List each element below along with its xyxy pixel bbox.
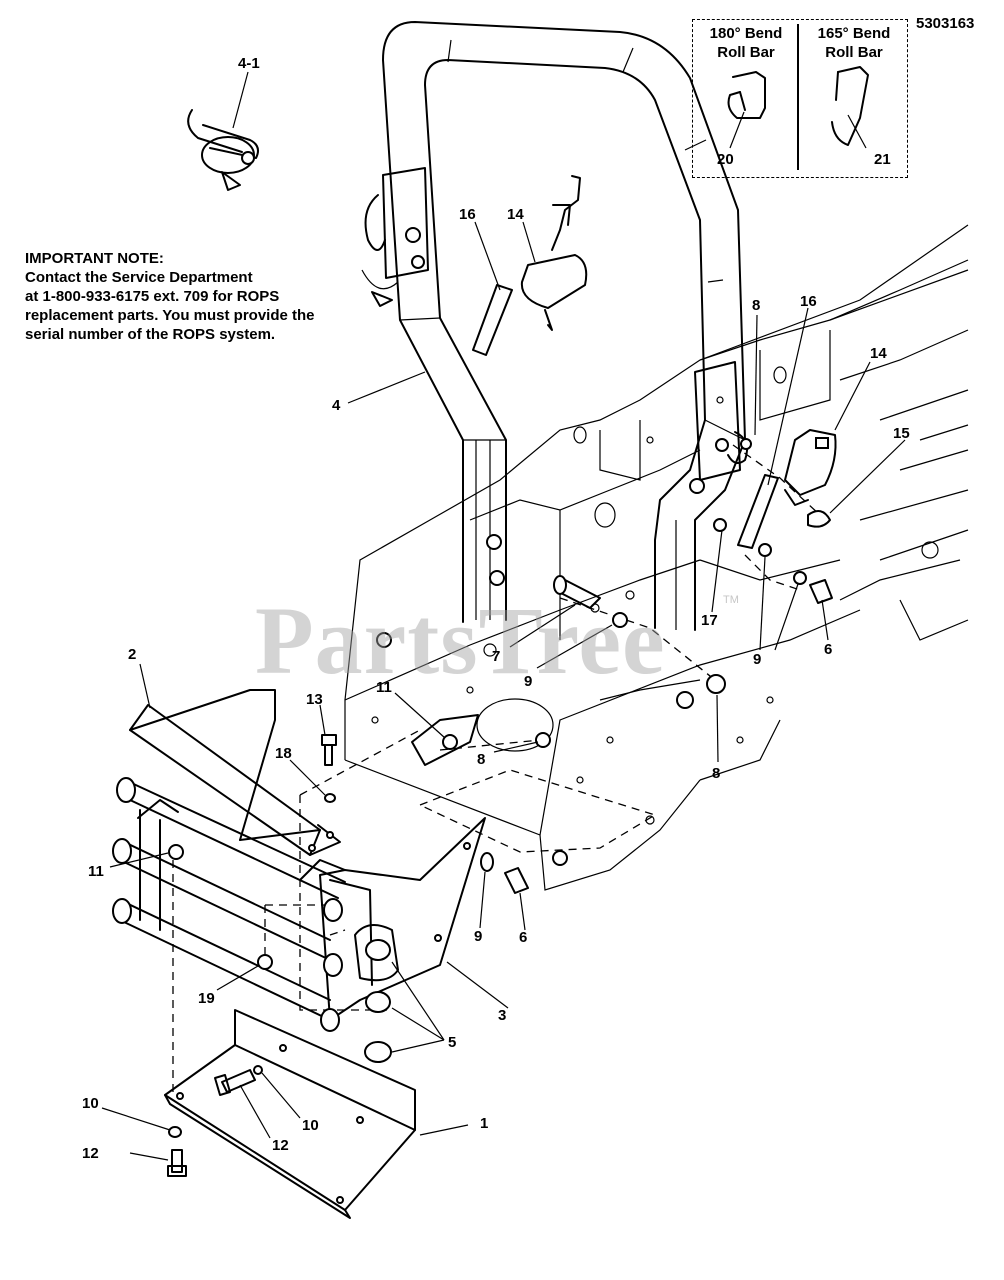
roll-bar-bend-inset: 180° Bend Roll Bar 165° Bend Roll Bar 20… (692, 19, 908, 178)
callout-9: 9 (753, 651, 761, 668)
plugs-5 (364, 939, 392, 1063)
hardware-upper (442, 518, 833, 750)
callout-11: 11 (376, 679, 392, 696)
inset-right: 165° Bend Roll Bar (801, 24, 907, 62)
seat-belt-left (472, 175, 588, 356)
callout-2: 2 (128, 646, 136, 663)
callout-10: 10 (82, 1095, 99, 1112)
callout-12: 12 (82, 1145, 99, 1162)
base-plate-1 (164, 1009, 416, 1219)
callout-6: 6 (824, 641, 832, 658)
inset-divider (797, 24, 799, 170)
callout-17: 17 (701, 612, 718, 629)
callout-11: 11 (88, 863, 104, 880)
callout-numbers: 4-1 16 14 4 8 16 14 15 17 7 9 9 6 11 8 8… (82, 55, 910, 1162)
note-line: at 1-800-933-6175 ext. 709 for ROPS (25, 288, 280, 305)
callout-9: 9 (524, 673, 532, 690)
watermark: PartsTree (255, 587, 666, 694)
callout-8: 8 (712, 765, 720, 782)
callout-4-1: 4-1 (238, 55, 260, 72)
frame-nuts (376, 632, 694, 866)
callout-3: 3 (498, 1007, 506, 1024)
callout-21: 21 (874, 151, 891, 168)
callout-12: 12 (272, 1137, 289, 1154)
part-number: 5303163 (916, 15, 975, 32)
callout-6: 6 (519, 929, 527, 946)
seat-belt-right (737, 429, 837, 549)
callout-16: 16 (459, 206, 476, 223)
watermark-tm: TM (723, 594, 739, 606)
callout-5: 5 (448, 1034, 456, 1051)
callout-19: 19 (198, 990, 215, 1007)
callout-8: 8 (477, 751, 485, 768)
inset-left-line1: 180° Bend (709, 25, 783, 42)
note-line: serial number of the ROPS system. (25, 326, 276, 343)
callout-10: 10 (302, 1117, 319, 1134)
inset-left-line2: Roll Bar (717, 44, 775, 61)
inset-left: 180° Bend Roll Bar (693, 24, 799, 62)
callout-18: 18 (275, 745, 292, 762)
inset-right-line1: 165° Bend (817, 25, 891, 42)
roll-bar (361, 21, 752, 631)
callout-8: 8 (752, 297, 760, 314)
callout-13: 13 (306, 691, 323, 708)
important-note: IMPORTANT NOTE: Contact the Service Depa… (25, 249, 315, 344)
callout-7: 7 (492, 648, 500, 665)
callout-4: 4 (332, 397, 341, 414)
callout-15: 15 (893, 425, 910, 442)
cover-2 (129, 689, 341, 856)
mower-frame (344, 224, 969, 891)
callout-14: 14 (870, 345, 887, 362)
callout-20: 20 (717, 151, 734, 168)
callout-14: 14 (507, 206, 524, 223)
clip-180-icon (727, 71, 766, 119)
callout-16: 16 (800, 293, 817, 310)
note-line: replacement parts. You must provide the (25, 307, 315, 324)
callout-1: 1 (480, 1115, 488, 1132)
note-line: Contact the Service Department (25, 269, 253, 286)
note-heading: IMPORTANT NOTE: (25, 250, 164, 267)
hardware-lower (168, 844, 529, 970)
tube-frame (112, 777, 486, 1032)
bolt-12 (167, 1065, 263, 1177)
callout-9: 9 (474, 928, 482, 945)
hitch-pin (187, 109, 259, 191)
bolt-13 (321, 734, 337, 803)
inset-right-line2: Roll Bar (825, 44, 883, 61)
clip-165-icon (831, 66, 869, 146)
plate-11 (411, 714, 479, 766)
callout-leaders (101, 71, 906, 1161)
